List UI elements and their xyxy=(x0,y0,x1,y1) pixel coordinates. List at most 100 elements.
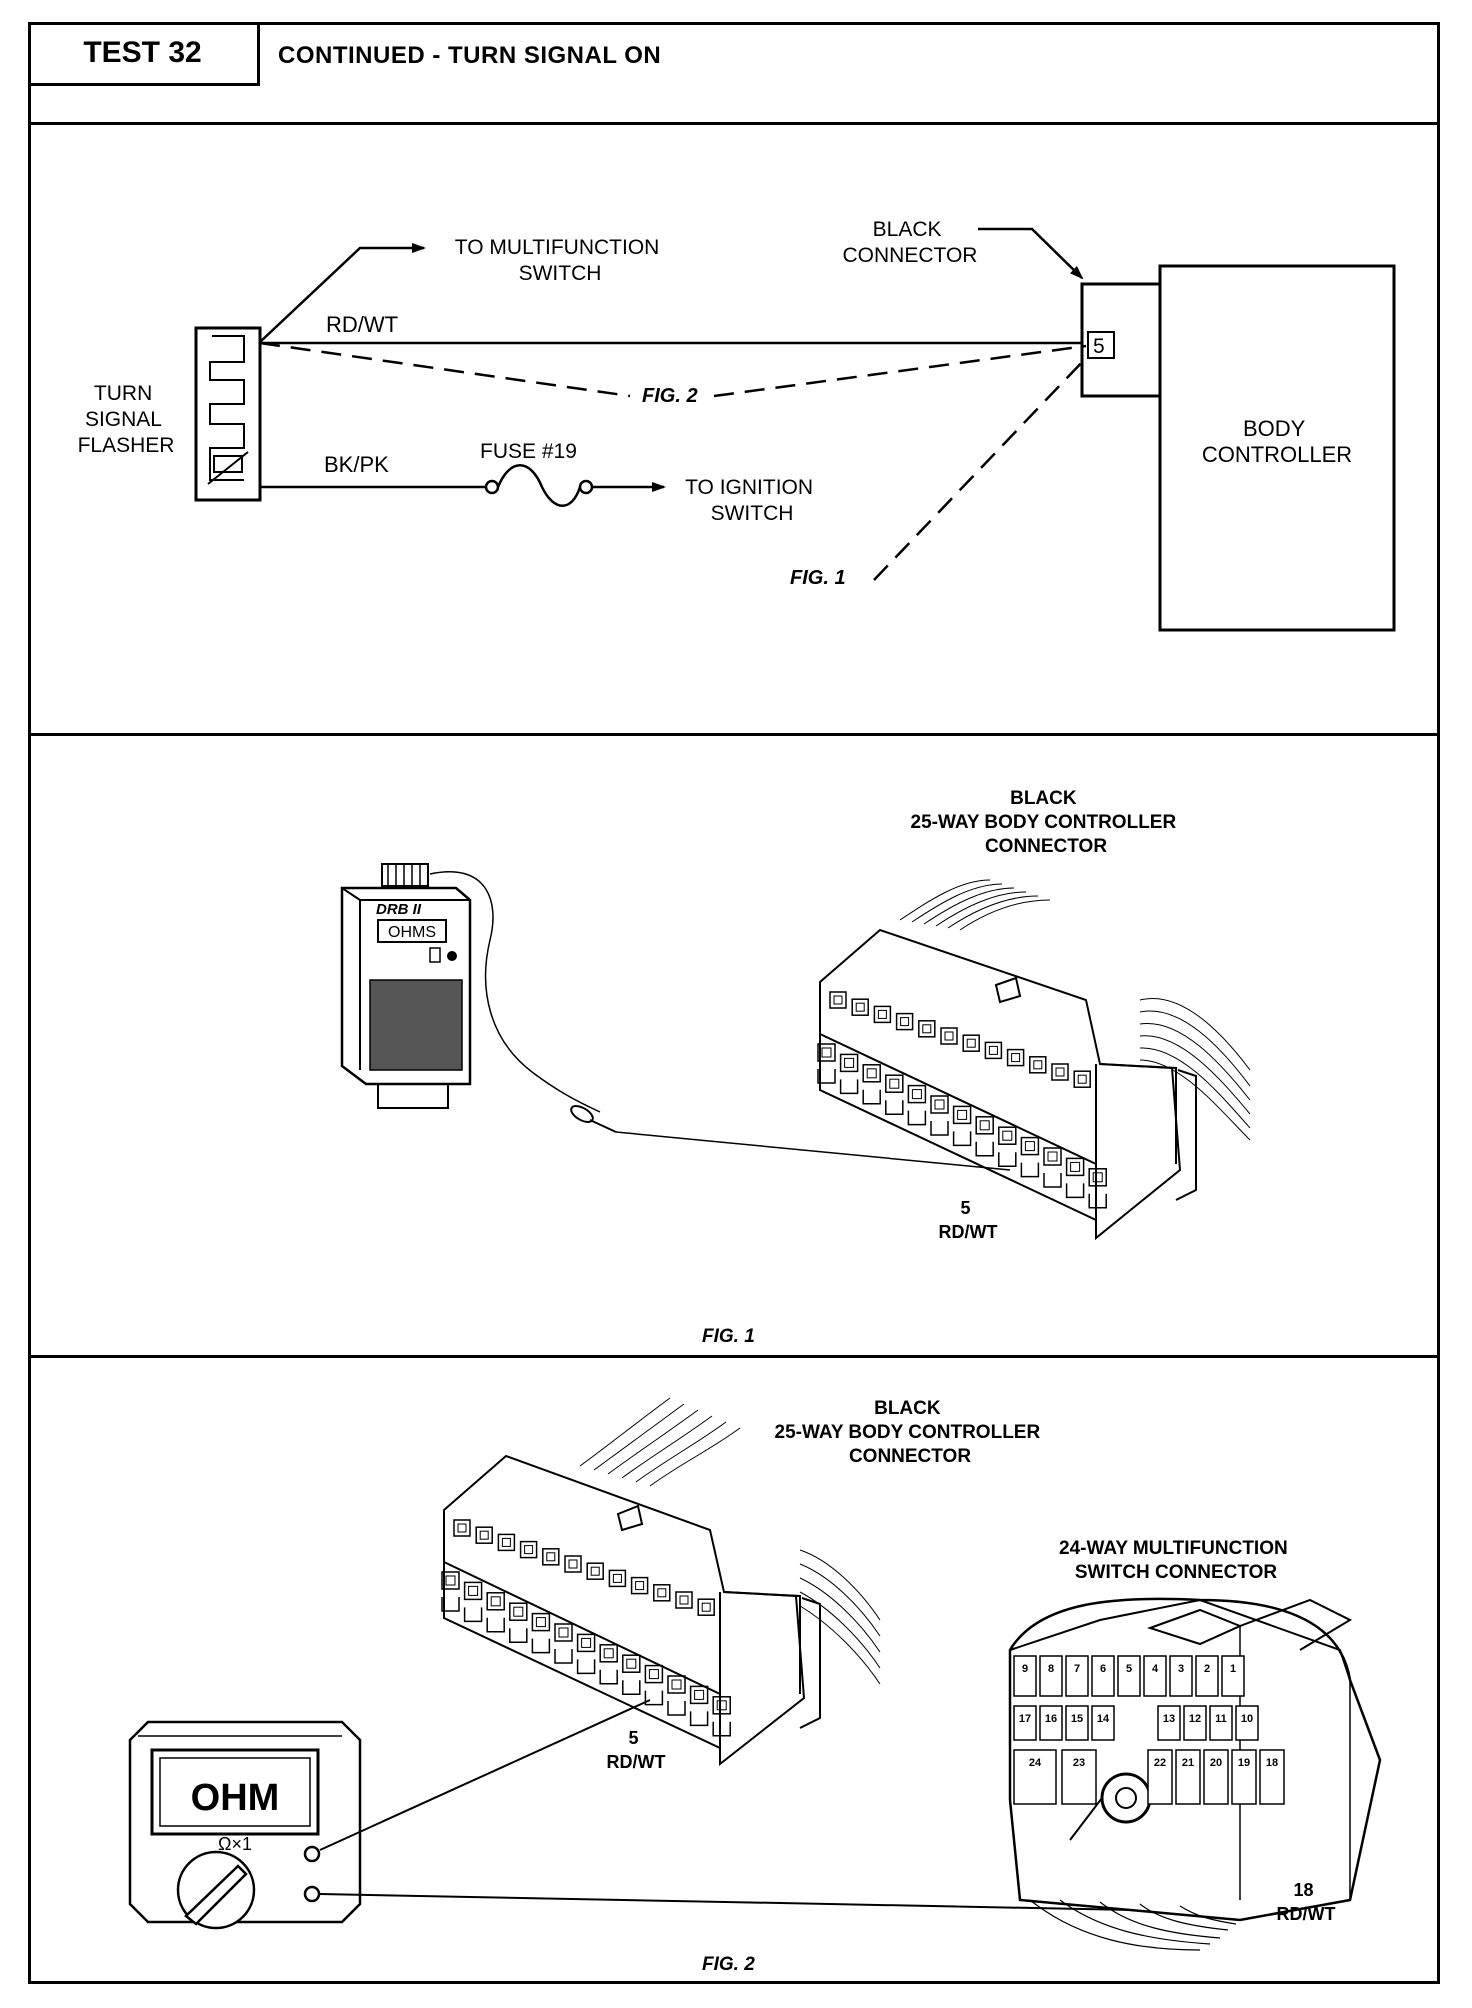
multifunction-pin-number: 22 xyxy=(1154,1757,1166,1769)
fig2-reference: FIG. 2 xyxy=(642,385,698,407)
multifunction-pin-number: 18 xyxy=(1266,1757,1278,1769)
pin-cavity-inner xyxy=(445,1575,456,1586)
connector-tooth xyxy=(885,1100,904,1115)
multifunction-pin-number: 21 xyxy=(1182,1757,1194,1769)
connector-tooth xyxy=(930,1121,949,1136)
multifunction-pin-cavity xyxy=(1065,1655,1089,1697)
pin-cavity xyxy=(885,1074,904,1093)
pin-cavity xyxy=(895,1012,914,1031)
multifunction-pin-number: 24 xyxy=(1029,1757,1042,1769)
connector-tooth xyxy=(817,1069,836,1084)
pin-cavity-inner xyxy=(679,1595,689,1605)
multifunction-pin-cavity xyxy=(1147,1749,1173,1805)
multifunction-pin-cavity xyxy=(1221,1655,1245,1697)
pin-cavity-inner xyxy=(635,1581,645,1591)
multifunction-harness-wires xyxy=(1029,1899,1237,1951)
fig2-caption: FIG. 2 xyxy=(702,1954,755,1975)
multifunction-pin-cavity xyxy=(1169,1655,1193,1697)
pin-cavity-inner xyxy=(979,1120,990,1131)
pin-cavity-inner xyxy=(957,1109,968,1120)
connector-tooth xyxy=(1065,1183,1085,1199)
connector-tooth xyxy=(998,1152,1017,1167)
multifunction-pin-number: 15 xyxy=(1071,1713,1083,1725)
multifunction-pin-number: 6 xyxy=(1100,1663,1106,1675)
pin-cavity-inner xyxy=(590,1566,600,1576)
multifunction-pin-number: 19 xyxy=(1238,1757,1250,1769)
multifunction-pin-number: 3 xyxy=(1178,1663,1184,1675)
pin-cavity-inner xyxy=(479,1530,489,1540)
pin-cavity xyxy=(564,1555,582,1573)
pin-cavity-inner xyxy=(934,1099,945,1110)
flasher-label: TURN SIGNAL FLASHER xyxy=(78,382,175,457)
connector-tooth xyxy=(975,1141,994,1157)
multifunction-wire xyxy=(259,243,426,343)
fuse-label: FUSE #19 xyxy=(480,440,577,463)
tester-display: OHMS xyxy=(388,924,436,941)
connector-tooth xyxy=(1043,1173,1062,1188)
pin-cavity-inner xyxy=(535,1617,546,1628)
bk-pk-wire-label: BK/PK xyxy=(324,452,389,477)
pin-cavity-inner xyxy=(546,1552,556,1562)
pin-cavity xyxy=(509,1602,528,1621)
multifunction-pin-cavity xyxy=(1013,1749,1057,1805)
fig1-connector-title: BLACK 25-WAY BODY CONTROLLER CONNECTOR xyxy=(911,788,1182,857)
fig1-connector-pins xyxy=(817,991,1107,1209)
connector-tooth xyxy=(463,1607,483,1623)
section-divider-2 xyxy=(28,1355,1440,1358)
pin-cavity-inner xyxy=(568,1559,578,1569)
pin-cavity xyxy=(1020,1136,1040,1156)
pin-cavity-inner xyxy=(701,1602,711,1612)
pin-cavity xyxy=(608,1569,627,1588)
test-number-box: TEST 32 xyxy=(28,22,260,86)
multifunction-pin-cavity xyxy=(1203,1749,1229,1805)
fig2-connector-title: BLACK 25-WAY BODY CONTROLLER CONNECTOR xyxy=(775,1398,1046,1467)
fig1-section: BLACK 25-WAY BODY CONTROLLER CONNECTOR xyxy=(340,788,1251,1347)
to-multifunction-label: TO MULTIFUNCTION SWITCH xyxy=(455,236,665,285)
fig1-body-controller-connector xyxy=(819,928,1197,1241)
pin-cavity-inner xyxy=(1047,1151,1058,1162)
connector-tooth xyxy=(531,1638,551,1654)
multifunction-pin-cavity xyxy=(1175,1749,1201,1805)
pin-cavity xyxy=(697,1598,715,1616)
pin-cavity-inner xyxy=(457,1523,467,1533)
multifunction-pin-number: 10 xyxy=(1241,1713,1253,1725)
pin-cavity xyxy=(554,1623,573,1642)
pin-cavity-inner xyxy=(626,1658,637,1669)
pin-cavity xyxy=(1043,1147,1062,1166)
pin-cavity xyxy=(486,1592,505,1611)
multifunction-pin-number: 5 xyxy=(1126,1663,1132,1675)
connector-tooth xyxy=(1020,1162,1040,1178)
tester-brand: DRB II xyxy=(376,901,422,918)
fig1-probe-wire xyxy=(615,1131,1011,1171)
multifunction-connector-title: 24-WAY MULTIFUNCTION SWITCH CONNECTOR xyxy=(1059,1538,1293,1583)
header-title: CONTINUED - TURN SIGNAL ON xyxy=(278,42,662,69)
meter-range: Ω×1 xyxy=(218,1834,252,1854)
multifunction-pin-number: 8 xyxy=(1048,1663,1054,1675)
pin-cavity-inner xyxy=(581,1637,592,1648)
fig1-probe-lead xyxy=(429,871,601,1113)
multifunction-pin-number: 17 xyxy=(1019,1713,1031,1725)
pin-cavity-inner xyxy=(911,1089,922,1100)
pin-cavity-inner xyxy=(1092,1172,1103,1183)
pin-cavity-inner xyxy=(716,1700,727,1711)
pin-cavity-inner xyxy=(877,1009,887,1019)
multifunction-pin-cavity xyxy=(1183,1705,1207,1741)
connector-tooth xyxy=(576,1659,596,1675)
pin-5-number: 5 xyxy=(1093,335,1105,358)
pin-cavity-inner xyxy=(900,1017,910,1027)
pin-cavity-inner xyxy=(1002,1130,1013,1141)
pin-cavity xyxy=(453,1519,471,1537)
header-divider xyxy=(28,122,1440,125)
to-ignition-label: TO IGNITION SWITCH xyxy=(685,476,819,525)
fig1-caption: FIG. 1 xyxy=(702,1326,755,1347)
fig2-connector-pins xyxy=(441,1519,731,1737)
pin-cavity-inner xyxy=(833,995,843,1005)
fig1-dashed-line xyxy=(873,357,1087,581)
pin-cavity xyxy=(1088,1168,1107,1187)
pin-cavity-inner xyxy=(889,1078,900,1089)
schematic-section: TURN SIGNAL FLASHER TO MULTIFUNCTION SWI… xyxy=(78,218,1396,632)
pin-cavity-inner xyxy=(1077,1074,1087,1084)
connector-tooth xyxy=(862,1089,881,1105)
